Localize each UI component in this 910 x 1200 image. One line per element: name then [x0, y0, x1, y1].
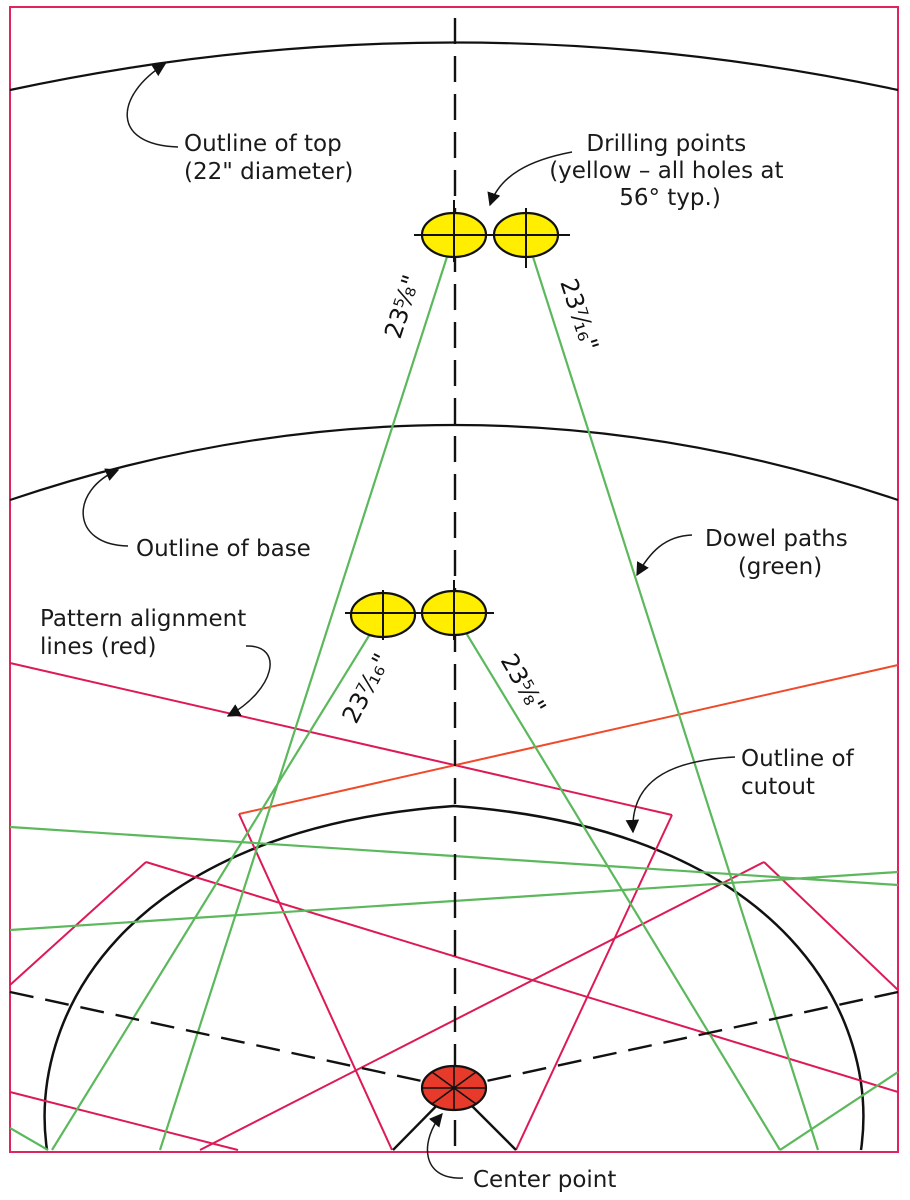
outline-of-cutout: [43, 804, 865, 1151]
outline-of-cutout-label: Outline of cutout: [741, 746, 861, 800]
pattern-frame: [9, 6, 899, 1153]
drilling-points-lower: [345, 580, 494, 640]
leader-arrows: [82, 63, 736, 1179]
outline-of-base-label: Outline of base: [136, 536, 311, 562]
outline-of-top-label: Outline of top (22" diameter): [184, 131, 353, 185]
pattern-alignment-lines: [9, 662, 899, 1151]
dowel-paths-label: Dowel paths (green): [705, 526, 855, 580]
drilling-points-label: Drilling points (yellow – all holes at 5…: [549, 131, 791, 211]
drilling-points-upper: [414, 200, 570, 268]
pattern-alignment-label: Pattern alignment lines (red): [40, 606, 254, 660]
center-point-label: Center point: [473, 1167, 616, 1193]
center-point: [420, 1064, 488, 1112]
outline-of-base-arc: [9, 423, 899, 502]
